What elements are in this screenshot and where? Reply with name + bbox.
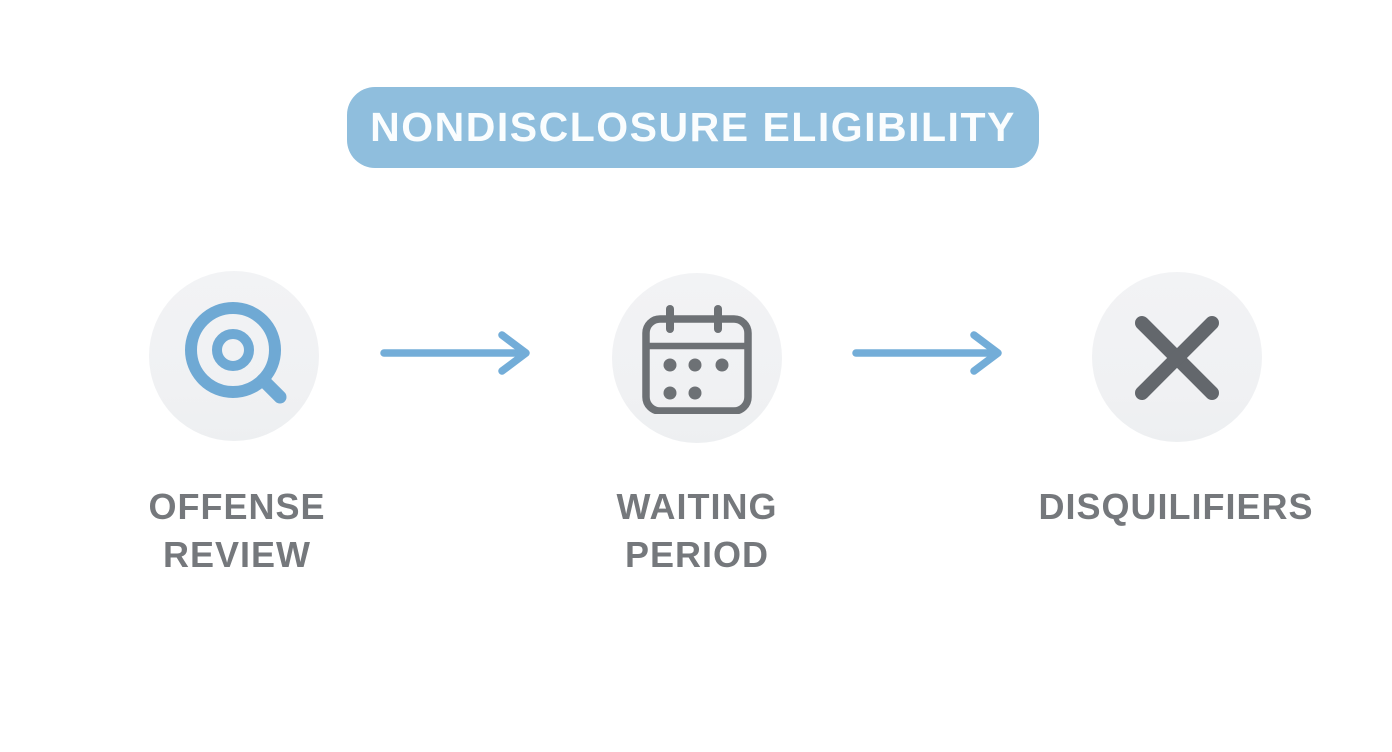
title-banner: NONDISCLOSURE ELIGIBILITY (347, 87, 1039, 168)
x-icon (1127, 307, 1227, 407)
right-arrow-icon (850, 330, 1020, 380)
step-label-line: PERIOD (624, 534, 770, 575)
step-disquilifiers-label: DISQUILIFIERS (996, 483, 1356, 531)
step-label-line: REVIEW (162, 534, 311, 575)
step-disquilifiers-circle (1092, 272, 1262, 442)
calendar-icon (641, 302, 753, 414)
page-title: NONDISCLOSURE ELIGIBILITY (370, 104, 1016, 150)
step-label-line: DISQUILIFIERS (1038, 486, 1314, 527)
step-offense-review-circle (149, 271, 319, 441)
right-arrow-icon (378, 330, 548, 380)
step-waiting-period-label: WAITING PERIOD (517, 483, 877, 579)
step-waiting-period-circle (612, 273, 782, 443)
step-label-line: OFFENSE (148, 486, 326, 527)
search-target-icon (174, 296, 294, 416)
step-label-line: WAITING (616, 486, 778, 527)
step-offense-review-label: OFFENSE REVIEW (57, 483, 417, 579)
